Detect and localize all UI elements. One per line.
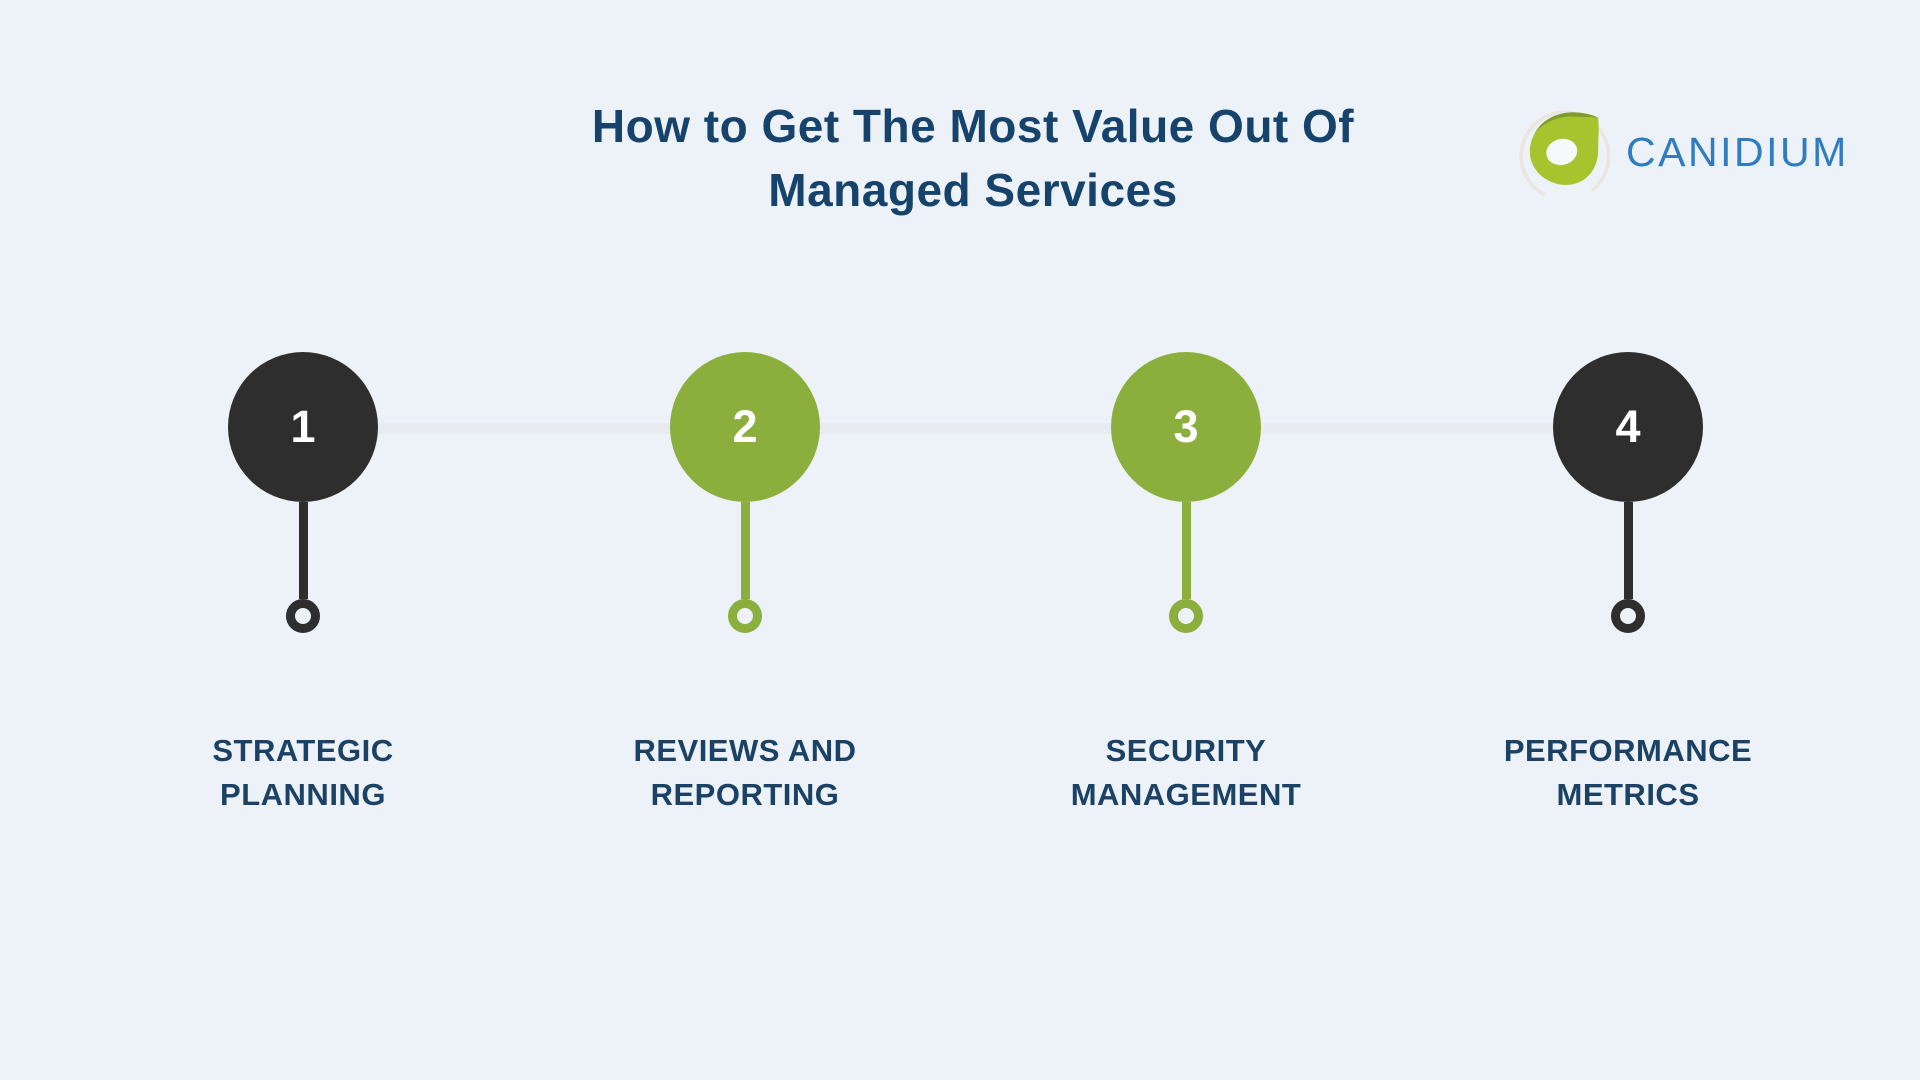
page-title: How to Get The Most Value Out Of Managed… (13, 94, 1920, 222)
step-3-stem (1181, 502, 1191, 599)
step-1-strategic-planning: 1 STRATEGIC PLANNING (82, 352, 524, 817)
step-2-label-line-2: REPORTING (650, 777, 840, 812)
canidium-logo: CANIDIUM (1516, 102, 1849, 206)
step-4-circle: 4 (1553, 352, 1703, 502)
timeline-connector-line (303, 423, 1628, 434)
page-title-line-2: Managed Services (768, 164, 1178, 216)
step-3-label: SECURITY MANAGEMENT (1071, 729, 1302, 817)
step-1-number: 1 (290, 401, 316, 452)
step-4-label: PERFORMANCE METRICS (1504, 729, 1752, 817)
step-1-label-line-1: STRATEGIC (212, 733, 394, 768)
step-4-number: 4 (1615, 401, 1641, 452)
step-4-label-line-2: METRICS (1556, 777, 1700, 812)
step-3-label-line-1: SECURITY (1105, 733, 1267, 768)
step-1-ring-endpoint (286, 599, 320, 633)
step-3-label-line-2: MANAGEMENT (1070, 777, 1302, 812)
step-1-stem (298, 502, 308, 599)
step-4-ring-endpoint (1611, 599, 1645, 633)
page-title-line-1: How to Get The Most Value Out Of (591, 100, 1355, 152)
step-3-number: 3 (1173, 401, 1199, 452)
step-2-label: REVIEWS AND REPORTING (633, 729, 856, 817)
step-1-circle: 1 (228, 352, 378, 502)
step-2-number: 2 (732, 401, 758, 452)
logo-wordmark: CANIDIUM (1626, 128, 1849, 175)
step-2-circle: 2 (670, 352, 820, 502)
step-2-stem (740, 502, 750, 599)
step-4-performance-metrics: 4 PERFORMANCE METRICS (1407, 352, 1849, 817)
step-4-label-line-1: PERFORMANCE (1503, 733, 1753, 768)
step-4-stem (1623, 502, 1633, 599)
step-3-security-management: 3 SECURITY MANAGEMENT (965, 352, 1407, 817)
step-1-label-line-2: PLANNING (220, 777, 386, 812)
step-1-label: STRATEGIC PLANNING (212, 729, 393, 817)
step-2-label-line-1: REVIEWS AND (633, 733, 857, 768)
leaf-drop-icon (1519, 110, 1611, 202)
step-3-ring-endpoint (1169, 599, 1203, 633)
step-2-ring-endpoint (728, 599, 762, 633)
step-3-circle: 3 (1111, 352, 1261, 502)
step-2-reviews-and-reporting: 2 REVIEWS AND REPORTING (524, 352, 966, 817)
